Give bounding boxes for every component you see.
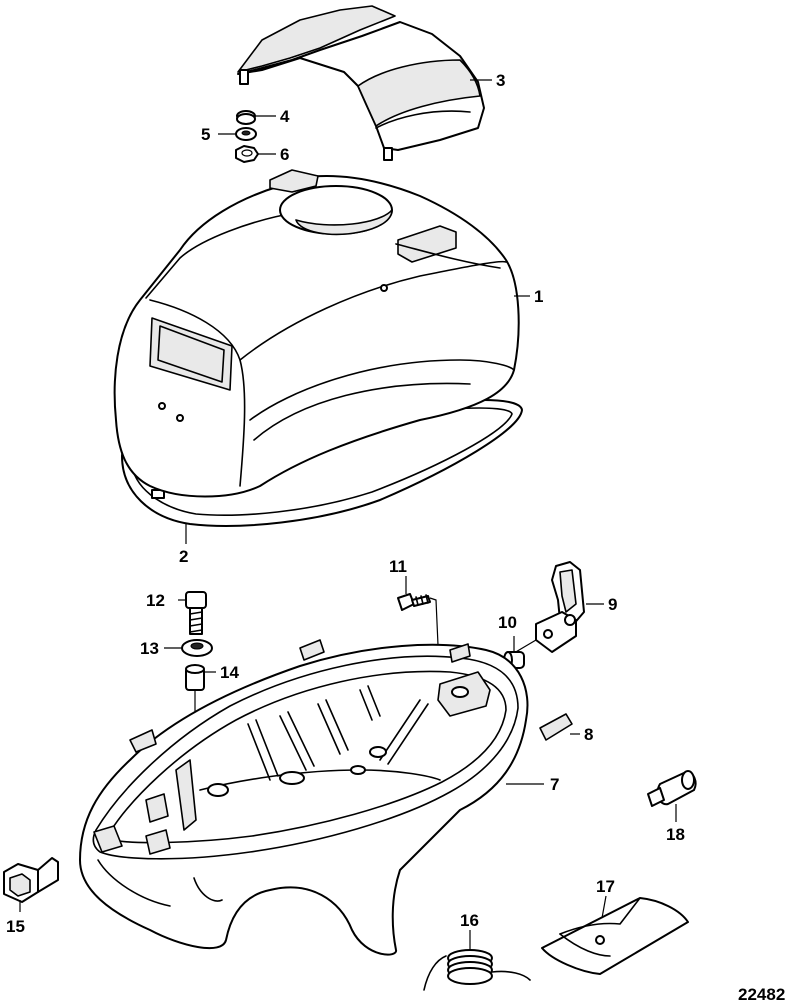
callout-18: 18 [666,825,685,844]
clip-part-15 [3,857,59,912]
callout-1: 1 [534,287,543,306]
washer-part-4 [236,110,256,125]
callout-6: 6 [280,145,289,164]
nut-part-6 [235,145,259,163]
callout-11: 11 [389,557,407,576]
washer-part-5 [235,127,257,141]
callout-5: 5 [201,125,210,144]
pouch-part-17 [541,895,689,975]
screw-part-11 [397,593,441,691]
top-cowl-part [113,169,520,498]
diagram-id-label: 22482 [738,985,785,1004]
callout-16: 16 [460,911,479,930]
sleeve-part-14 [185,664,205,691]
callout-10: 10 [498,613,517,632]
washer-part-13 [181,639,213,657]
pad-part-8 [539,713,573,741]
callout-15: 15 [6,917,25,936]
callout-3: 3 [496,71,505,90]
callout-4: 4 [280,107,290,126]
plug-part-18 [647,770,697,822]
coil-hose-part-16 [423,930,531,991]
callout-9: 9 [608,595,617,614]
callout-2: 2 [179,547,188,566]
callout-14: 14 [220,663,239,682]
callout-13: 13 [140,639,159,658]
top-cover-cap-part [237,5,485,161]
bolt-part-12 [185,591,207,635]
callout-17: 17 [596,877,615,896]
callout-12: 12 [146,591,165,610]
bottom-cowl-part [79,639,529,956]
callout-7: 7 [550,775,559,794]
callout-8: 8 [584,725,593,744]
